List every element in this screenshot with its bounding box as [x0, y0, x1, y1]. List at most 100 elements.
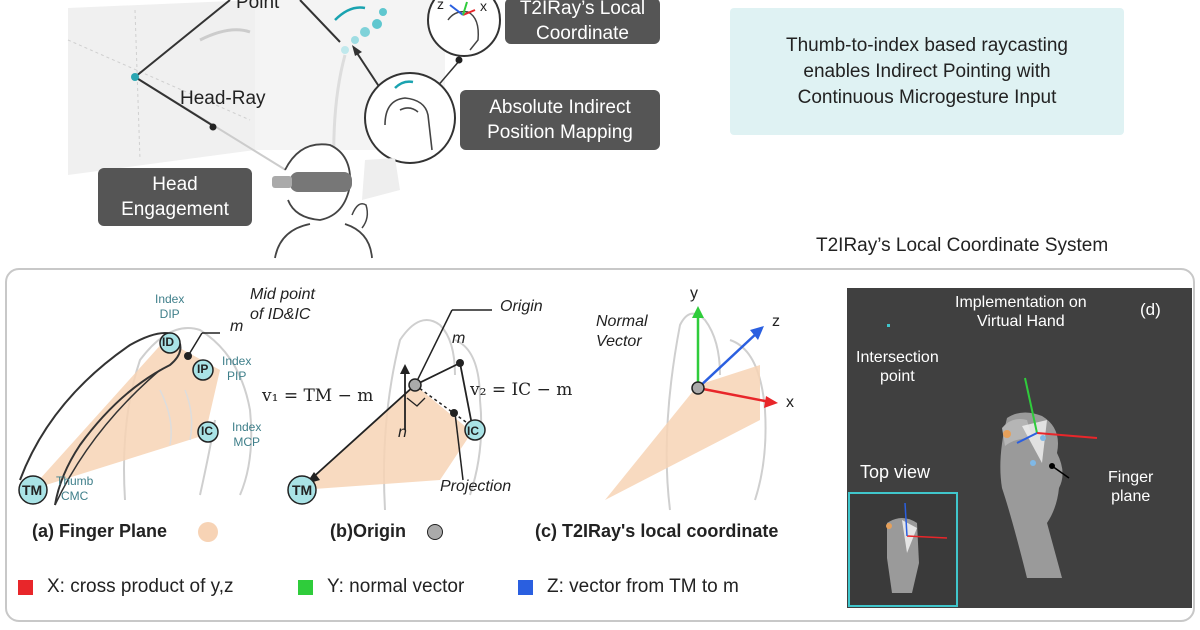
head-engagement-line2: Engagement — [121, 199, 229, 220]
pointer-line — [299, 0, 341, 43]
finger-plane-line1: Finger — [1108, 469, 1154, 486]
index-mcp-label: Index MCP — [232, 420, 261, 450]
transition-arrow — [199, 28, 251, 42]
joint-tm — [18, 475, 48, 505]
joint-id-abbr: ID — [162, 335, 174, 349]
gesture-arrow-icon — [394, 80, 414, 89]
finger-plane-area — [605, 365, 760, 500]
local-coordinate-line1: T2IRay’s Local — [519, 0, 646, 19]
axis-x-letter: x — [480, 0, 487, 14]
v2-vector — [459, 362, 473, 426]
axis-x — [462, 9, 476, 16]
cursor-trail-dot — [341, 46, 349, 54]
implementation-label: Implementation on Virtual Hand — [955, 293, 1087, 331]
headset-icon — [290, 172, 352, 192]
head-ray-point — [131, 73, 139, 81]
finger-plane-pointer — [1051, 465, 1070, 479]
normal-vector-label: Normal Vector — [596, 312, 648, 352]
head-engagement-box: Head Engagement — [98, 168, 252, 226]
absolute-mapping-box: Absolute Indirect Position Mapping — [460, 90, 660, 150]
x-axis — [697, 386, 771, 404]
joint-ip — [192, 359, 214, 381]
axis-z — [449, 4, 464, 16]
user-body-icon — [274, 223, 373, 259]
origin-point — [691, 381, 705, 395]
point-label: Point — [236, 0, 280, 13]
finger-plane-label: Finger plane — [1108, 468, 1153, 506]
head-ray-marker-line — [134, 76, 216, 128]
projection-pointer — [454, 412, 464, 481]
local-coordinate-line2: Coordinate — [536, 23, 629, 44]
top-view-x-axis — [906, 535, 948, 539]
virtual-hand-main — [1000, 412, 1063, 578]
implementation-line1: Implementation on — [955, 294, 1087, 311]
cursor-arrow-icon — [334, 6, 366, 21]
right-angle-mark — [406, 397, 426, 407]
legend-x-swatch — [18, 579, 33, 595]
legend-y: Y: normal vector — [298, 576, 464, 598]
joint-ic — [464, 419, 486, 441]
v1-formula: v₁ = TM − m — [262, 386, 374, 406]
cursor-trail-dot — [360, 27, 370, 37]
panel-b-ic: IC — [467, 424, 479, 438]
panel-a-title: (a) Finger Plane — [32, 521, 168, 541]
plane-grid-line — [134, 9, 141, 161]
summary-callout: Thumb-to-index based raycasting enables … — [730, 8, 1124, 135]
mid-point-label: Mid point of ID&IC — [250, 285, 315, 325]
head-ray-plane — [68, 0, 255, 175]
thumb-cmc-line2: CMC — [61, 489, 89, 503]
callout-line: enables Indirect Pointing with — [803, 60, 1051, 82]
z-arrowhead — [750, 326, 764, 340]
legend-x-text: X: cross product of y,z — [47, 576, 234, 597]
panel-b-title: (b)Origin — [330, 521, 406, 541]
v2-formula: v₂ = IC − m — [470, 380, 573, 400]
joint-tm-abbr: TM — [22, 482, 43, 498]
top-illustration — [67, 0, 501, 259]
implementation-line2: Virtual Hand — [976, 313, 1065, 330]
palm-vein — [159, 389, 193, 446]
finger-plane-line2: plane — [1111, 488, 1151, 505]
index-dip-line2: DIP — [159, 307, 180, 321]
legend-y-text: Y: normal vector — [327, 576, 465, 597]
y-axis-label: y — [690, 285, 698, 302]
projection-dotted — [414, 384, 471, 426]
section-title: T2IRay’s Local Coordinate System — [816, 235, 1109, 256]
index-finger-outline — [19, 332, 182, 506]
head-ray-label: Head-Ray — [180, 88, 266, 109]
origin-swatch — [427, 524, 443, 540]
m-pointer — [187, 332, 203, 357]
magnifier-arrow — [354, 49, 381, 89]
finger-plane-area — [30, 340, 220, 490]
callout-line: Continuous Microgesture Input — [797, 86, 1057, 108]
finger-plane-dot — [1049, 463, 1055, 469]
finger-plane-swatch — [198, 522, 218, 542]
joint-marker — [1040, 435, 1046, 441]
head-ray-dot — [209, 123, 217, 131]
thumb-gesture-icon — [384, 97, 433, 151]
cursor-trail-dot — [351, 36, 359, 44]
mid-point-line1: Mid point — [250, 286, 315, 303]
view-cone — [362, 158, 400, 200]
x-arrowhead — [764, 396, 778, 408]
joint-marker — [1003, 430, 1011, 438]
v1-vector — [309, 384, 416, 481]
panel-b-m-label: m — [452, 330, 466, 347]
normal-vector-line1: Normal — [596, 313, 648, 330]
thumb-cmc-label: Thumb CMC — [56, 474, 93, 504]
panel-a-m-label: m — [230, 318, 244, 335]
projection-label: Projection — [440, 478, 512, 495]
legend-z-swatch — [518, 579, 533, 595]
intersection-line2: point — [880, 368, 915, 385]
normal-vector-line2: Vector — [596, 333, 642, 350]
origin-pointer — [414, 309, 453, 386]
joint-marker — [1030, 460, 1036, 466]
local-coordinate-magnifier — [427, 0, 501, 57]
mid-point-line2: of ID&IC — [250, 306, 311, 323]
y-arrowhead — [692, 306, 704, 318]
joint-tm — [287, 475, 317, 505]
axis-y — [462, 1, 468, 16]
absolute-mapping-line1: Absolute Indirect — [489, 97, 631, 118]
projection-point — [450, 409, 458, 417]
intersection-point-marker — [887, 324, 890, 327]
